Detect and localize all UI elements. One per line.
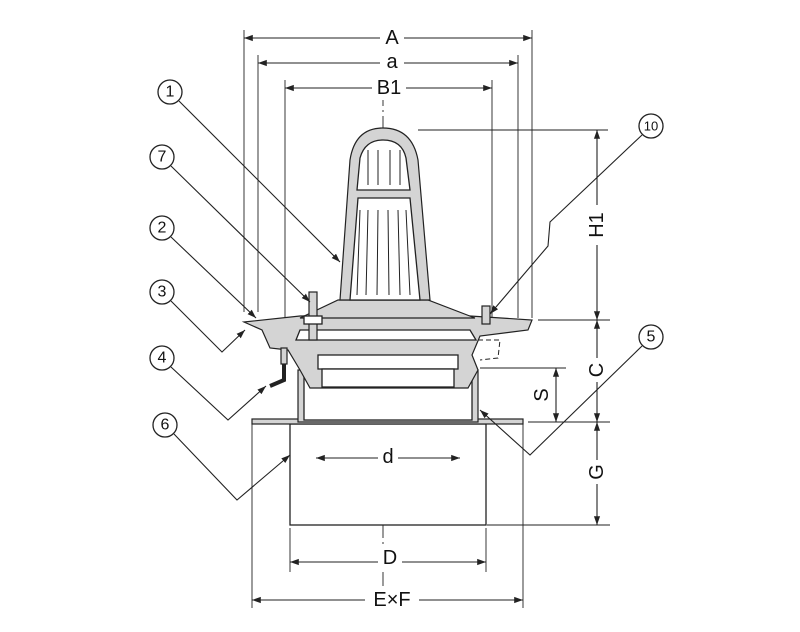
part-7-balloon: 7 <box>149 144 175 170</box>
svg-text:3: 3 <box>158 284 167 301</box>
part-3-balloon: 3 <box>149 279 175 305</box>
dim-label-D: D <box>383 547 397 569</box>
dim-label-EF: E×F <box>373 589 410 611</box>
dim-label-A: A <box>385 27 399 49</box>
dim-label-B1: B1 <box>377 77 401 99</box>
leader-lines <box>170 100 643 501</box>
svg-text:10: 10 <box>644 119 658 134</box>
part-1-balloon: 1 <box>157 79 183 105</box>
part-4-balloon: 4 <box>149 345 175 371</box>
dim-label-d: d <box>382 446 393 468</box>
svg-text:2: 2 <box>158 220 167 237</box>
svg-text:6: 6 <box>161 417 170 434</box>
part-2-balloon: 2 <box>149 215 175 241</box>
part-6-balloon: 6 <box>152 412 178 438</box>
svg-text:1: 1 <box>166 84 175 101</box>
dim-label-S: S <box>531 388 553 401</box>
drain-body <box>241 127 533 526</box>
svg-text:5: 5 <box>647 329 656 346</box>
svg-text:4: 4 <box>158 350 167 367</box>
dim-label-C: C <box>586 363 608 377</box>
dim-label-H1: H1 <box>586 212 608 238</box>
svg-text:7: 7 <box>158 149 167 166</box>
part-5-balloon: 5 <box>638 324 664 350</box>
dim-label-a: a <box>386 51 398 73</box>
part-balloons: 1 7 2 3 4 6 10 5 <box>149 79 664 438</box>
dim-label-G: G <box>586 464 608 480</box>
part-10-balloon: 10 <box>638 113 664 139</box>
